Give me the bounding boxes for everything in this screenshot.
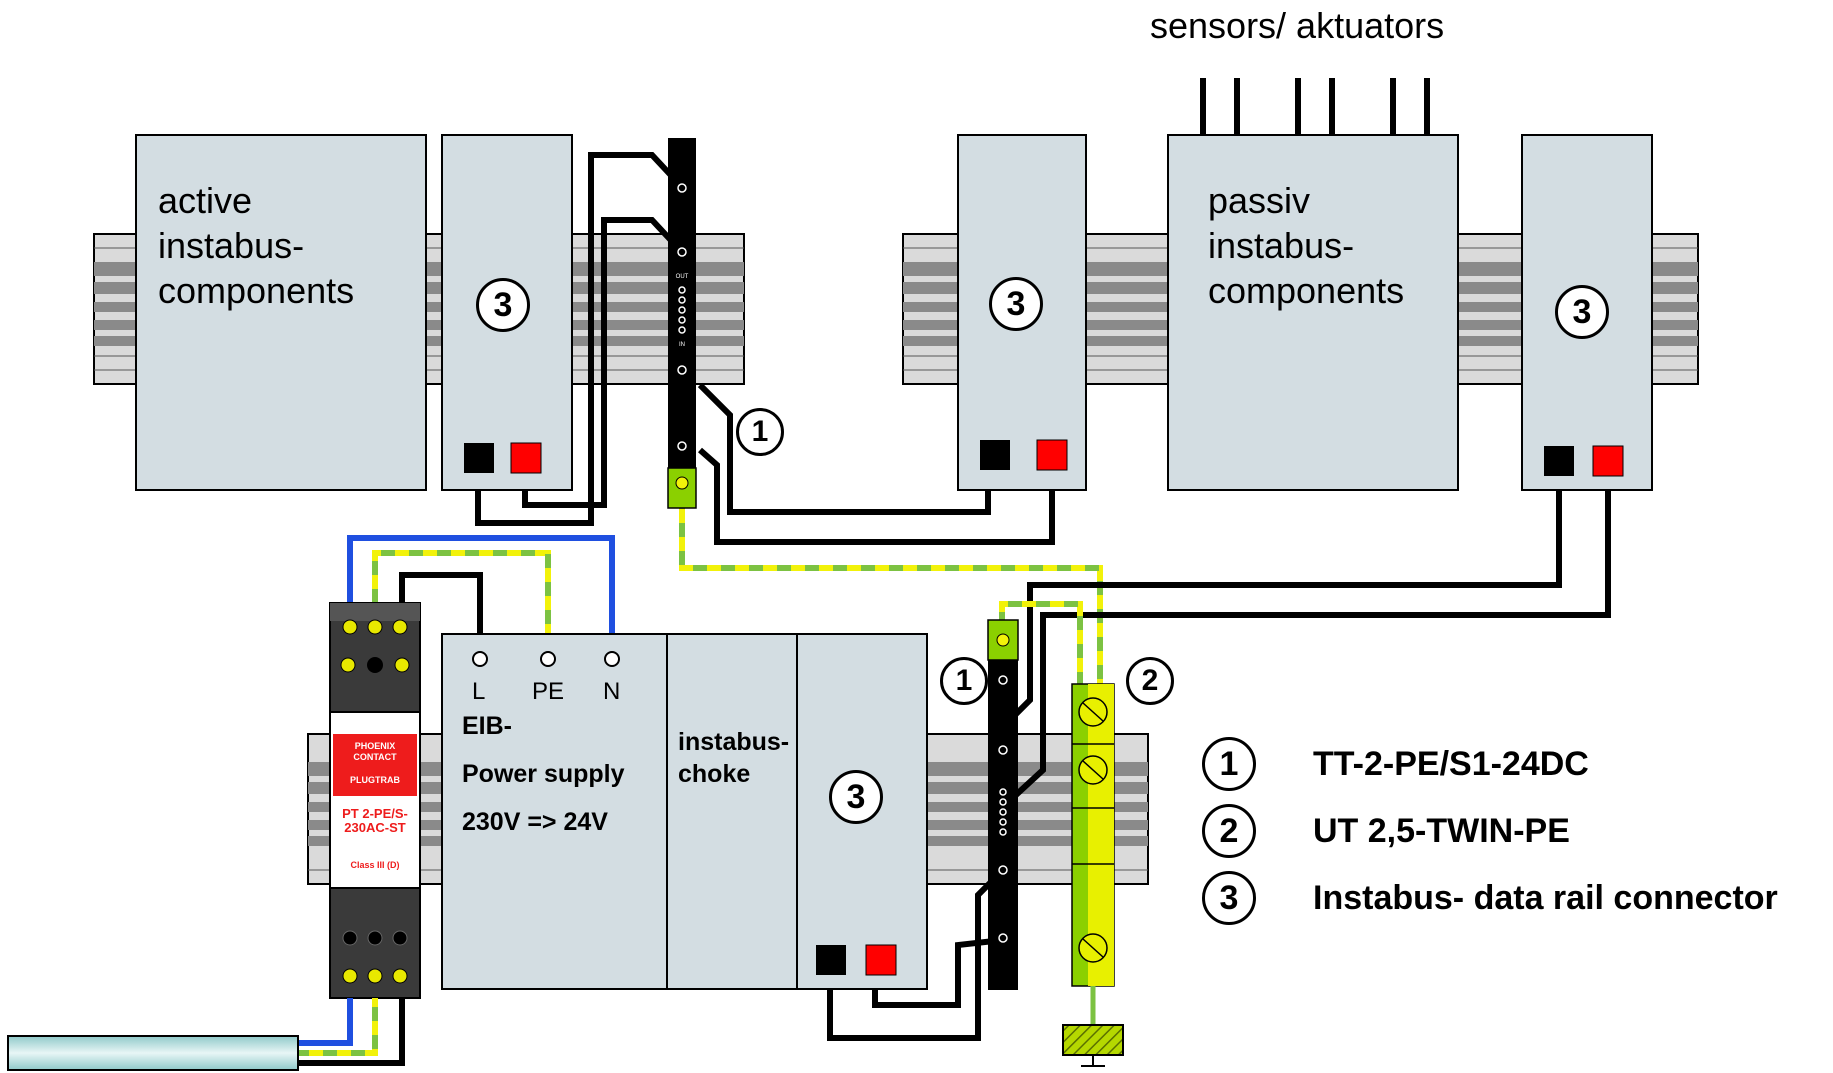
connector-marker-b: 3 — [989, 277, 1043, 331]
choke-line2: choke — [678, 760, 751, 788]
black-terminal-d — [816, 945, 846, 975]
wire-n-blue — [347, 535, 615, 634]
tt-top-in-label: IN — [679, 342, 685, 348]
legend-text-1: TT-2-PE/S1-24DC — [1313, 745, 1589, 783]
instabus-choke — [666, 633, 798, 990]
pe-wire-top — [679, 495, 1103, 690]
passive-block-line3: components — [1208, 270, 1405, 311]
terminal-pe-icon — [540, 651, 556, 667]
tt-marker-top: 1 — [736, 408, 784, 456]
pe-wire-bottom — [999, 601, 1083, 690]
choke-line1: instabus- — [678, 728, 790, 756]
red-terminal-b — [1036, 439, 1068, 471]
legend-marker-2: 2 — [1202, 804, 1256, 858]
plugtrab-model1: PT 2-PE/S- — [342, 806, 408, 821]
terminal-l-icon — [472, 651, 488, 667]
eib-power-supply — [441, 633, 668, 990]
terminal-n-icon — [604, 651, 620, 667]
bus-wires-right — [1002, 490, 1611, 808]
power-supply-line3: 230V => 24V — [462, 808, 608, 836]
tt-protector-bottom — [987, 619, 1019, 990]
plugtrab-brand1: PHOENIX — [355, 741, 396, 751]
plugtrab-brand3: PLUGTRAB — [350, 775, 400, 785]
active-block-line3: components — [158, 270, 355, 311]
power-supply-line1: EIB- — [462, 712, 512, 740]
passive-block-line2: instabus- — [1208, 225, 1355, 266]
legend-text-2: UT 2,5-TWIN-PE — [1313, 812, 1570, 850]
connector-marker-d: 3 — [829, 770, 883, 824]
terminal-n-label: N — [603, 678, 621, 705]
plugtrab-class: Class III (D) — [350, 860, 399, 870]
passive-block-line1: passiv — [1208, 180, 1311, 221]
ut-twin-pe-terminal — [1071, 683, 1115, 987]
sensor-leads — [1200, 78, 1430, 135]
power-supply-line2: Power supply — [462, 760, 625, 788]
black-terminal-b — [980, 440, 1010, 470]
plugtrab-module — [329, 602, 421, 999]
wire-l-black — [399, 572, 483, 634]
black-terminal-c — [1544, 446, 1574, 476]
active-components-block — [135, 134, 427, 491]
legend-text-3: Instabus- data rail connector — [1313, 879, 1778, 917]
mains-cable — [7, 998, 405, 1071]
active-block-line2: instabus- — [158, 225, 305, 266]
connector-marker-a: 3 — [476, 278, 530, 332]
data-rail-connector-c — [1521, 134, 1653, 491]
terminal-l-label: L — [472, 678, 486, 705]
connector-marker-c: 3 — [1555, 285, 1609, 339]
bus-wires-top — [475, 152, 1055, 545]
passive-components-block — [1167, 134, 1459, 491]
ut-marker: 2 — [1126, 657, 1174, 705]
legend-marker-1: 1 — [1202, 737, 1256, 791]
plugtrab-model2: 230AC-ST — [344, 820, 405, 835]
ground-symbol — [1062, 986, 1124, 1067]
sensors-actuators-label: sensors/ aktuators — [1150, 5, 1445, 46]
tt-top-out-label: OUT — [676, 274, 689, 280]
terminal-pe-label: PE — [532, 678, 565, 705]
red-terminal-d — [865, 944, 897, 976]
red-terminal-a — [510, 442, 542, 474]
tt-protector-top: OUT IN — [667, 138, 697, 509]
red-terminal-c — [1592, 445, 1624, 477]
bus-wires-bottom — [827, 867, 1006, 1041]
legend-marker-3: 3 — [1202, 871, 1256, 925]
tt-marker-bottom: 1 — [940, 657, 988, 705]
black-terminal-a — [464, 443, 494, 473]
wire-pe — [372, 550, 551, 634]
active-block-line1: active — [158, 180, 253, 221]
plugtrab-brand2: CONTACT — [353, 752, 397, 762]
